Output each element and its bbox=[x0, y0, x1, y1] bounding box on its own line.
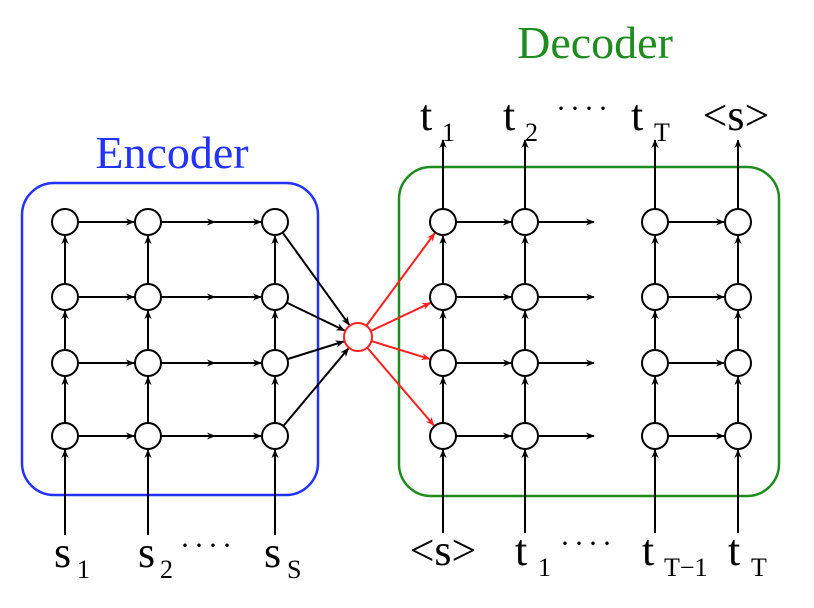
edge-layer bbox=[61, 139, 742, 535]
decoder-input-tT-1: t T−1 bbox=[642, 526, 708, 582]
encoder-box bbox=[20, 181, 320, 497]
decoder-node bbox=[511, 208, 539, 236]
encoder-input-subscript: 1 bbox=[77, 555, 90, 584]
encoder-node bbox=[51, 208, 79, 236]
decoder-node bbox=[429, 208, 457, 236]
attention-to-decoder-arrow bbox=[366, 346, 435, 427]
encoder-input-s2: s 2 bbox=[138, 528, 173, 584]
decoder-output-t1: t 1 bbox=[420, 91, 455, 147]
decoder-node bbox=[641, 422, 669, 450]
attention-to-decoder-arrow bbox=[365, 232, 436, 327]
encoder-input-sS: s S bbox=[264, 528, 301, 584]
encoder-node bbox=[51, 283, 79, 311]
decoder-node bbox=[641, 349, 669, 377]
decoder-output-subscript: 1 bbox=[442, 118, 455, 147]
decoder-output-subscript: 2 bbox=[525, 118, 538, 147]
encoder-node bbox=[51, 422, 79, 450]
encoder-input-base: s bbox=[54, 528, 71, 577]
decoder-output-end: <s> bbox=[703, 91, 770, 140]
encoder-node bbox=[261, 349, 289, 377]
encoder-input-subscript: S bbox=[287, 555, 301, 584]
decoder-input-subscript: T bbox=[751, 553, 767, 582]
decoder-input-base: <s> bbox=[410, 526, 477, 575]
decoder-input-subscript: T−1 bbox=[664, 553, 708, 582]
encoder-input-base: s bbox=[264, 528, 281, 577]
decoder-node bbox=[511, 349, 539, 377]
decoder-output-subscript: T bbox=[654, 118, 670, 147]
decoder-node bbox=[511, 283, 539, 311]
encoder-title: Encoder bbox=[95, 127, 248, 178]
encoder-node bbox=[51, 349, 79, 377]
decoder-input-start: <s> bbox=[410, 526, 477, 575]
encoder-input-base: s bbox=[138, 528, 155, 577]
encoder-to-attention-arrow bbox=[281, 231, 351, 326]
encoder-node bbox=[261, 208, 289, 236]
decoder-node bbox=[724, 349, 752, 377]
decoder-input-t1: t 1 bbox=[515, 526, 551, 582]
decoder-output-t2: t 2 bbox=[503, 91, 538, 147]
decoder-node bbox=[641, 283, 669, 311]
attention-node bbox=[343, 322, 373, 352]
decoder-node bbox=[724, 422, 752, 450]
encoder-input-s1: s 1 bbox=[54, 528, 90, 584]
node-layer bbox=[51, 208, 752, 450]
encoder-node bbox=[134, 208, 162, 236]
decoder-output-tT: t T bbox=[631, 91, 670, 147]
decoder-output-base: t bbox=[503, 91, 515, 140]
encoder-node bbox=[134, 349, 162, 377]
decoder-node bbox=[511, 422, 539, 450]
attention-to-decoder-arrow bbox=[371, 340, 431, 360]
decoder-box bbox=[397, 165, 781, 498]
encoder-node bbox=[261, 283, 289, 311]
attention-to-decoder-arrow bbox=[370, 302, 432, 332]
encoder-node bbox=[134, 283, 162, 311]
decoder-title: Decoder bbox=[517, 17, 673, 68]
decoder-input-base: t bbox=[515, 526, 527, 575]
encoder-to-attention-arrow bbox=[287, 340, 345, 361]
decoder-output-base: <s> bbox=[703, 91, 770, 140]
decoder-input-ellipsis: ···· bbox=[560, 527, 616, 560]
decoder-node bbox=[429, 349, 457, 377]
decoder-node bbox=[429, 422, 457, 450]
decoder-input-tT: t T bbox=[728, 526, 767, 582]
decoder-node bbox=[429, 283, 457, 311]
decoder-output-base: t bbox=[420, 91, 432, 140]
encoder-input-ellipsis: ···· bbox=[180, 529, 236, 562]
encoder-node bbox=[261, 422, 289, 450]
encoder-to-attention-arrow bbox=[286, 301, 346, 332]
decoder-input-base: t bbox=[728, 526, 740, 575]
decoder-output-ellipsis: ···· bbox=[556, 92, 612, 125]
encoder-input-subscript: 2 bbox=[160, 555, 173, 584]
decoder-output-base: t bbox=[631, 91, 643, 140]
decoder-input-subscript: 1 bbox=[538, 553, 551, 582]
encoder-node bbox=[134, 422, 162, 450]
decoder-input-base: t bbox=[642, 526, 654, 575]
decoder-node bbox=[724, 208, 752, 236]
encoder-to-attention-arrow bbox=[282, 347, 350, 427]
decoder-node bbox=[641, 208, 669, 236]
decoder-node bbox=[724, 283, 752, 311]
